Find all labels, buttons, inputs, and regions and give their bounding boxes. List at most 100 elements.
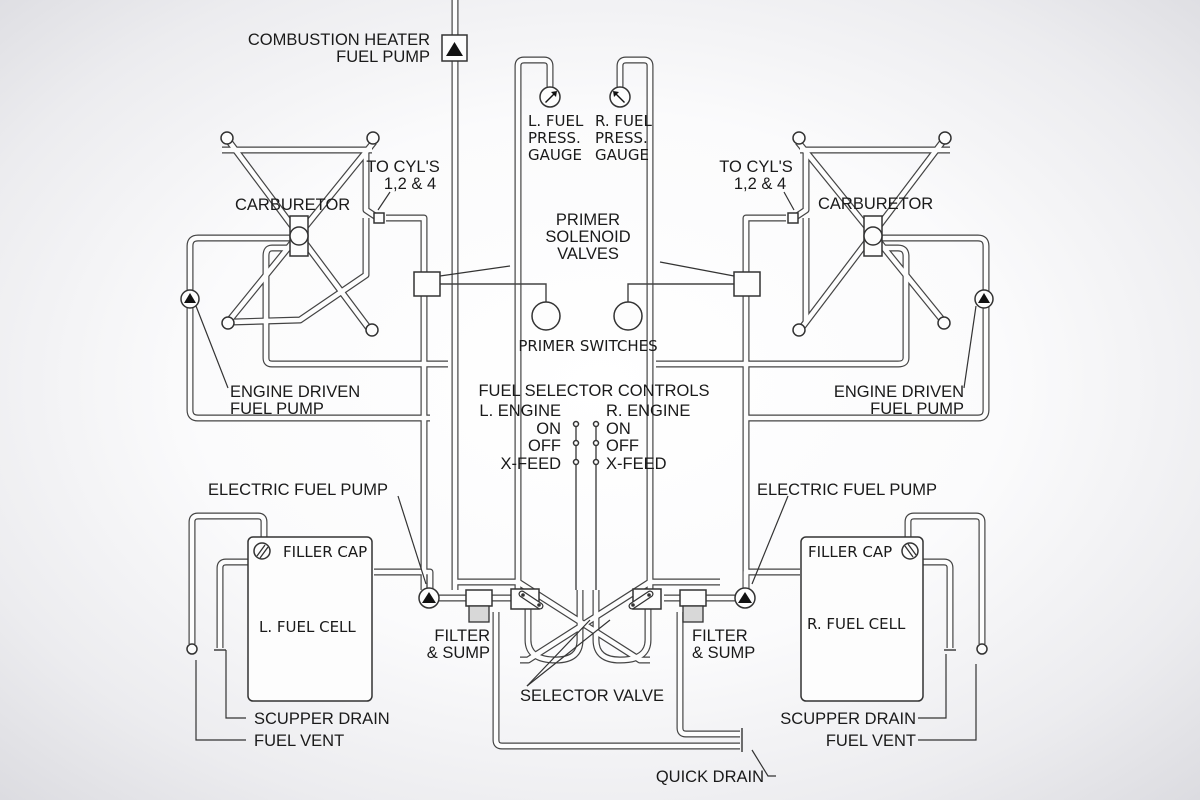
label-r-engine-pump-2: FUEL PUMP — [870, 400, 964, 418]
label-r-gauge-3: GAUGE — [595, 146, 649, 164]
pump-arrow-icon — [446, 42, 463, 56]
label-l-xfeed: X-FEED — [500, 455, 561, 473]
label-primer-2: SOLENOID — [545, 228, 630, 246]
l-filter-sump — [465, 589, 493, 623]
label-l-fuel-vent: FUEL VENT — [254, 732, 344, 750]
l-selector-valve — [510, 588, 544, 610]
gauge-needle-icon — [613, 91, 625, 103]
r-engine-pump-loop — [746, 235, 989, 421]
r-primer-line — [743, 215, 786, 590]
label-r-engine: R. ENGINE — [606, 402, 690, 420]
r-to-cyls-line — [792, 148, 809, 220]
pump-arrow-icon — [978, 293, 990, 303]
label-l-gauge-2: PRESS. — [528, 129, 581, 147]
label-r-carburetor: CARBURETOR — [818, 195, 933, 213]
l-selector-loop — [525, 590, 583, 663]
label-l-fuel-cell: L. FUEL CELL — [259, 618, 356, 636]
label-r-electric-pump: ELECTRIC FUEL PUMP — [757, 481, 937, 499]
r-filler-cap — [901, 542, 919, 560]
l-quick-drain-line — [493, 612, 740, 749]
r-primer-switch[interactable] — [613, 301, 643, 331]
label-l-to-cyls-2: 1,2 & 4 — [384, 175, 436, 193]
r-primer-solenoid-valve — [733, 271, 761, 297]
l-selector-detents — [572, 420, 580, 466]
r-selector-loop — [593, 590, 651, 663]
gauge-needle-icon — [545, 91, 557, 103]
l-fuel-vent-end — [186, 643, 198, 655]
label-primer-1: PRIMER — [556, 211, 620, 229]
label-r-off: OFF — [606, 437, 639, 455]
label-combustion-heater-1: COMBUSTION HEATER — [248, 31, 430, 49]
label-fuel-selector-controls: FUEL SELECTOR CONTROLS — [478, 382, 709, 400]
label-l-electric-pump: ELECTRIC FUEL PUMP — [208, 481, 388, 499]
label-l-filter-2: & SUMP — [427, 644, 490, 662]
l-cyl-tee — [373, 212, 385, 224]
l-electric-fuel-pump — [418, 587, 440, 609]
label-l-on: ON — [536, 420, 561, 438]
l-primer-line — [386, 215, 427, 590]
r-filter-sump — [679, 589, 707, 623]
filler-cap-slot-icon — [904, 543, 917, 558]
label-l-scupper-drain: SCUPPER DRAIN — [254, 710, 390, 728]
r-engine-driven-pump — [974, 289, 994, 309]
r-carb-feed — [656, 245, 909, 367]
r-fuel-vent-end — [976, 643, 988, 655]
r-cyl-tee — [787, 212, 799, 224]
label-l-filter-1: FILTER — [434, 627, 490, 645]
primer-wires — [440, 283, 734, 302]
label-r-to-cyls-1: TO CYL'S — [719, 158, 792, 176]
label-l-off: OFF — [528, 437, 561, 455]
l-carburetor — [220, 131, 385, 337]
r-selector-valve — [628, 588, 662, 610]
r-carb-feed-outline — [656, 244, 910, 368]
label-l-gauge-1: L. FUEL — [528, 112, 584, 130]
label-quick-drain: QUICK DRAIN — [656, 768, 764, 786]
label-r-fuel-cell: R. FUEL CELL — [807, 615, 906, 633]
l-fuel-press-gauge — [539, 86, 561, 108]
r-vent-line — [905, 513, 985, 644]
combustion-heater-fuel-pump — [441, 34, 468, 62]
l-engine-driven-pump — [180, 289, 200, 309]
label-r-on: ON — [606, 420, 631, 438]
labels: COMBUSTION HEATER FUEL PUMP L. FUEL PRES… — [208, 31, 964, 786]
label-l-filler-cap: FILLER CAP — [283, 543, 367, 561]
l-vent-line — [189, 513, 267, 644]
label-r-to-cyls-2: 1,2 & 4 — [734, 175, 786, 193]
label-l-carburetor: CARBURETOR — [235, 196, 350, 214]
leader-lines — [195, 191, 977, 777]
label-r-engine-pump-1: ENGINE DRIVEN — [834, 383, 964, 401]
label-r-scupper-drain: SCUPPER DRAIN — [780, 710, 916, 728]
pump-arrow-icon — [738, 592, 752, 603]
l-scupper-line-outline — [216, 558, 248, 648]
r-electric-fuel-pump — [734, 587, 756, 609]
label-combustion-heater-2: FUEL PUMP — [336, 48, 430, 66]
l-scupper-line — [217, 559, 248, 648]
r-scupper-line-outline — [922, 558, 954, 648]
label-l-gauge-3: GAUGE — [528, 146, 582, 164]
l-engine-pump-loop — [187, 235, 430, 421]
l-gauge-line — [515, 57, 553, 590]
l-fuel-cell — [247, 536, 373, 702]
label-r-filler-cap: FILLER CAP — [808, 543, 892, 561]
label-r-xfeed: X-FEED — [606, 455, 667, 473]
r-fuel-cell — [800, 536, 924, 702]
l-primer-switch[interactable] — [531, 301, 561, 331]
filler-cap-slot-icon — [256, 544, 269, 559]
l-filler-cap — [253, 542, 271, 560]
r-selector-detents — [592, 420, 600, 466]
r-carburetor — [787, 131, 952, 337]
r-fuel-press-gauge — [609, 86, 631, 108]
pump-arrow-icon — [422, 592, 436, 603]
r-quick-drain-line — [677, 612, 740, 737]
label-primer-3: VALVES — [557, 245, 619, 263]
pump-arrow-icon — [184, 293, 196, 303]
label-r-filter-2: & SUMP — [692, 644, 755, 662]
label-l-to-cyls-1: TO CYL'S — [366, 158, 439, 176]
l-primer-solenoid-valve — [413, 271, 441, 297]
label-primer-switches: PRIMER SWITCHES — [518, 337, 657, 355]
label-r-gauge-1: R. FUEL — [595, 112, 653, 130]
selector-control-rods — [575, 424, 597, 590]
label-r-fuel-vent: FUEL VENT — [826, 732, 916, 750]
label-r-filter-1: FILTER — [692, 627, 748, 645]
